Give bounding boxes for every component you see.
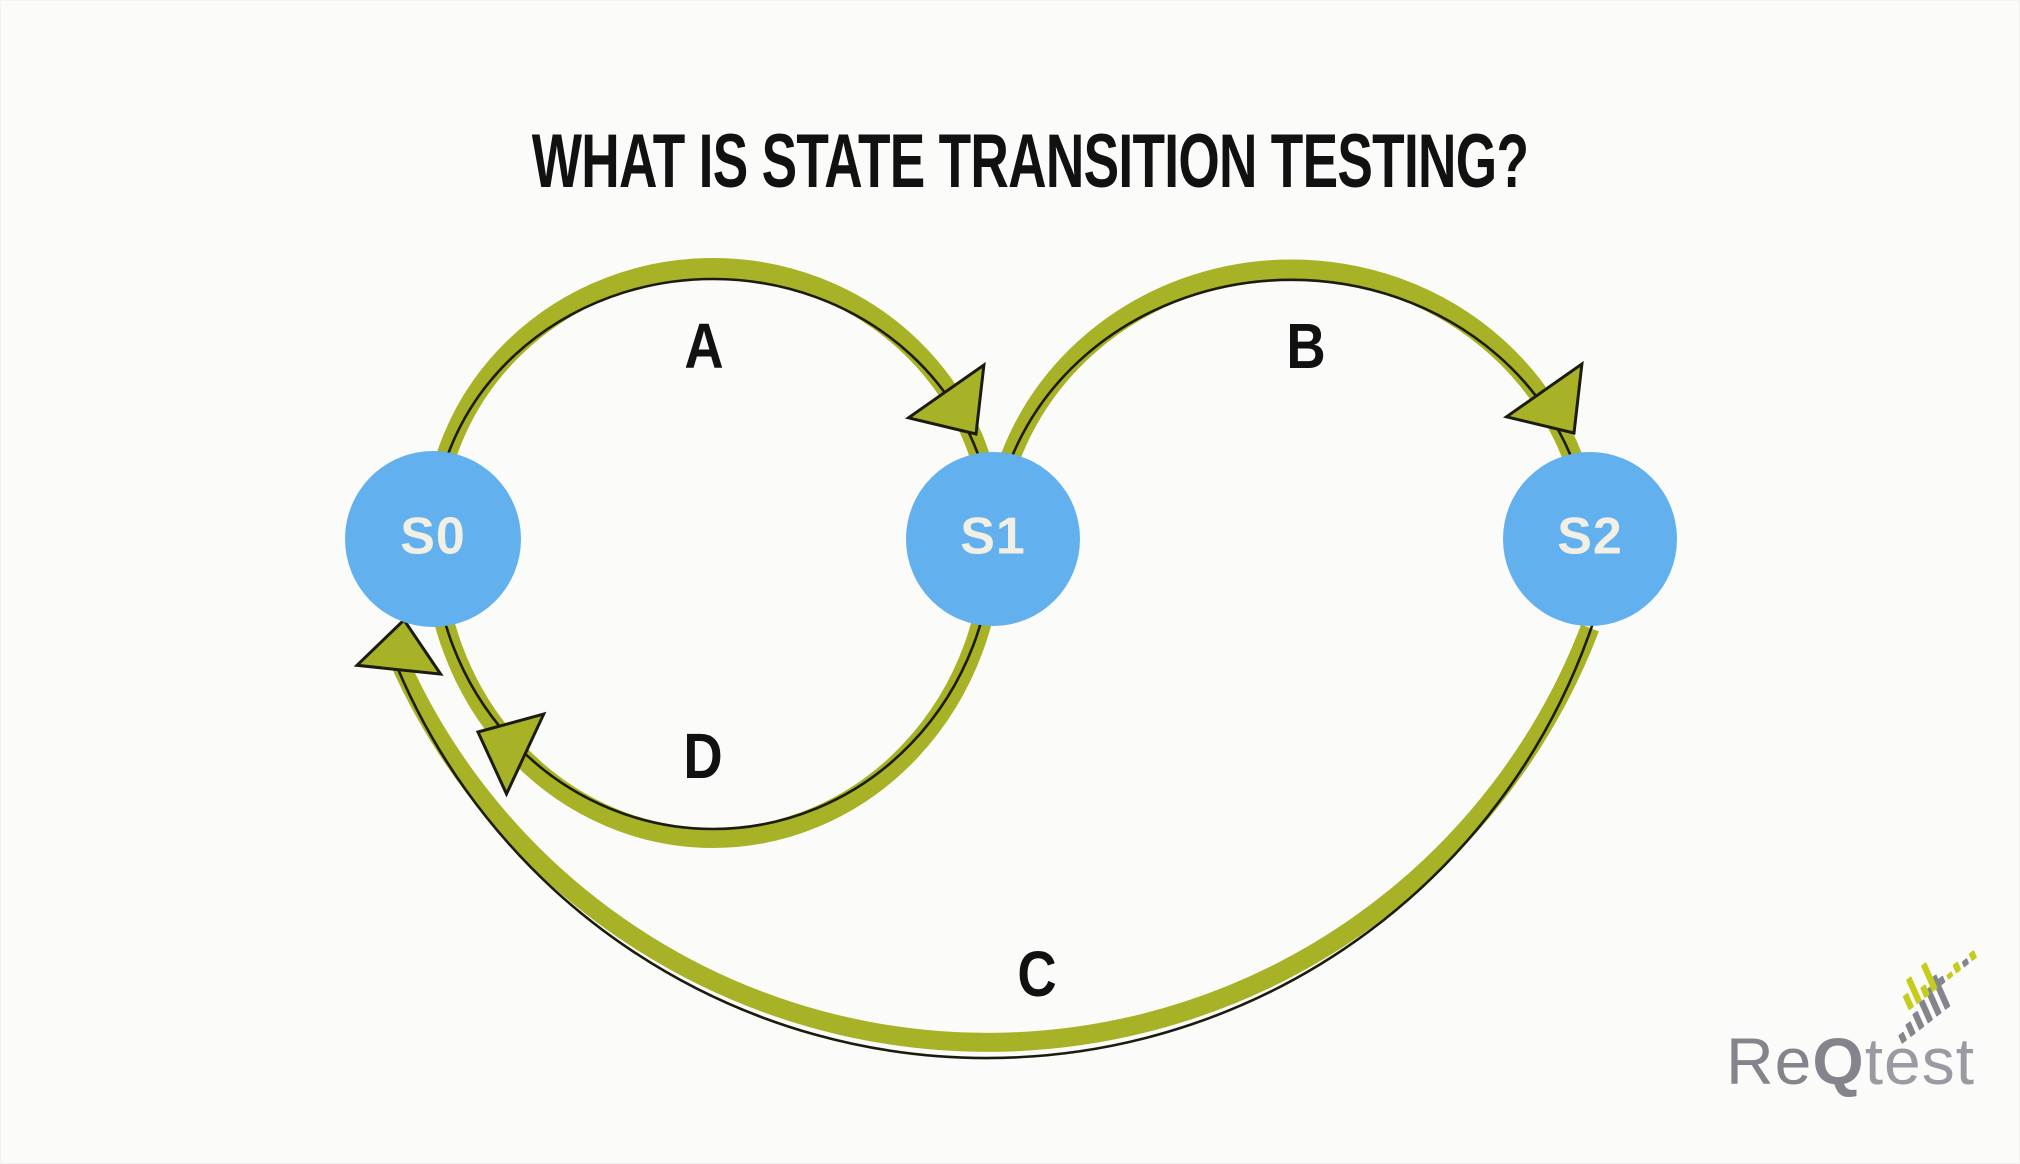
transition-c: [389, 619, 1599, 1060]
state-label-s1: S1: [960, 507, 1026, 566]
transition-label-a: A: [684, 310, 724, 382]
transition-c-path: [390, 624, 1599, 1052]
transition-d-path: [423, 537, 1003, 848]
state-node-s0: [345, 451, 521, 627]
state-label-s2: S2: [1557, 507, 1623, 566]
transition-b-arrowhead: [1502, 360, 1584, 435]
transition-a-arrowhead: [904, 361, 986, 436]
reqtest-logo-bars-icon: [1898, 950, 1977, 1044]
logo-part-q: Q: [1812, 1024, 1865, 1098]
transition-d: [423, 537, 1003, 848]
transition-label-d: D: [683, 720, 723, 792]
transition-label-b: B: [1286, 310, 1326, 382]
state-node-s1: [906, 452, 1080, 626]
logo-part-test: test: [1864, 1024, 1976, 1098]
transition-c-arrowhead: [353, 617, 444, 676]
transition-d-edge-line: [431, 537, 995, 831]
state-label-s0: S0: [400, 507, 466, 566]
transition-label-c: C: [1017, 938, 1057, 1010]
state-node-s2: [1503, 452, 1677, 626]
transition-d-arrowhead: [475, 711, 547, 798]
reqtest-logo-wordmark: ReQtest: [1726, 1028, 1975, 1094]
page-title: WHAT IS STATE TRANSITION TESTING?: [531, 119, 1529, 204]
logo-part-re: Re: [1726, 1024, 1813, 1098]
transition-c-edge-line: [389, 619, 1596, 1060]
